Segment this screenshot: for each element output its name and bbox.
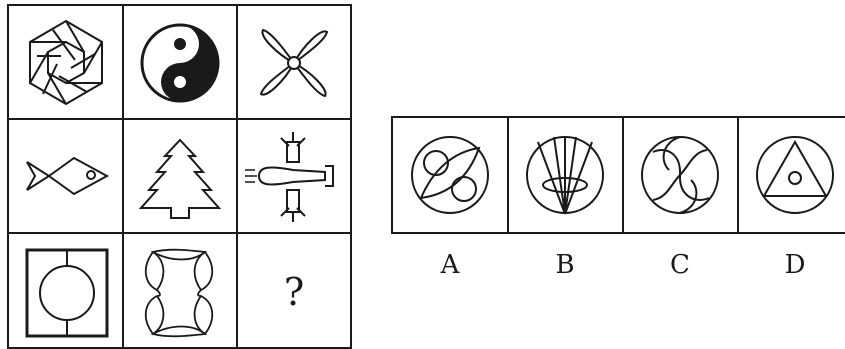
option-a[interactable] xyxy=(393,118,507,232)
grid-divider xyxy=(236,6,238,347)
fish-icon xyxy=(26,156,110,196)
leaf-frame-icon xyxy=(144,248,214,338)
airplane-icon xyxy=(245,132,334,222)
grid-cell-r1c2 xyxy=(123,6,237,119)
circle-fan-ellipse-icon xyxy=(526,136,604,215)
option-b[interactable] xyxy=(508,118,622,232)
options-divider xyxy=(737,118,739,232)
options-divider xyxy=(622,118,624,232)
grid-cell-r1c1 xyxy=(9,6,123,119)
grid-divider xyxy=(122,6,124,347)
pine-tree-icon xyxy=(138,138,222,219)
circle-in-square-icon xyxy=(25,248,109,338)
answer-options xyxy=(391,116,845,234)
option-label-d: D xyxy=(784,250,806,280)
option-c[interactable] xyxy=(623,118,737,232)
grid-cell-r2c3 xyxy=(237,120,351,233)
pinwheel-hexagon-icon xyxy=(29,19,103,106)
circle-swirl-icon xyxy=(641,136,719,214)
circle-triangle-icon xyxy=(756,136,834,214)
grid-cell-r1c3 xyxy=(237,6,351,119)
puzzle-grid: ? xyxy=(7,4,352,349)
options-divider xyxy=(507,118,509,232)
grid-cell-r3c1 xyxy=(9,234,123,347)
option-label-a: A xyxy=(440,250,460,280)
grid-cell-r3c2 xyxy=(123,234,237,347)
grid-divider xyxy=(9,118,350,120)
circle-lens-two-circles-icon xyxy=(411,136,489,214)
option-label-b: B xyxy=(555,250,575,280)
yin-yang-icon xyxy=(140,23,220,103)
option-d[interactable] xyxy=(738,118,845,232)
grid-cell-r3c3: ? xyxy=(237,234,351,347)
grid-cell-r2c2 xyxy=(123,120,237,233)
option-label-c: C xyxy=(670,250,690,280)
grid-divider xyxy=(9,232,350,234)
grid-cell-r2c1 xyxy=(9,120,123,233)
propeller-icon xyxy=(259,28,329,98)
missing-cell-question-mark: ? xyxy=(283,270,305,314)
